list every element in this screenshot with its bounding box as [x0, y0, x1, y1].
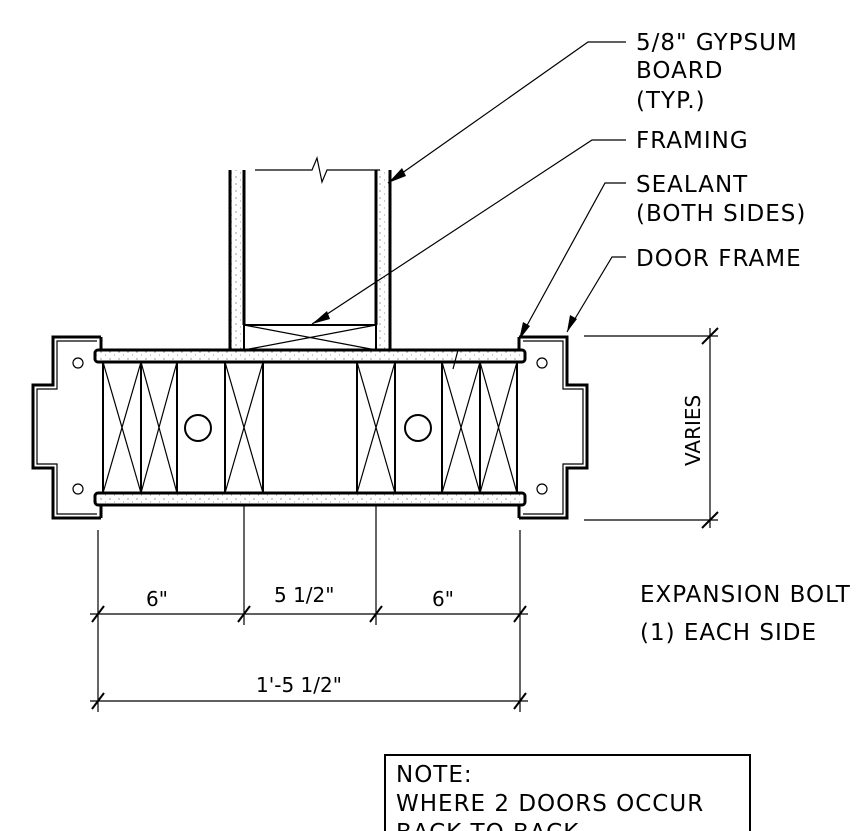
label-sealant-line2: (BOTH SIDES)	[636, 201, 806, 227]
expansion-bolt-right	[404, 414, 432, 442]
horizontal-wall	[93, 348, 527, 507]
stud-center-right	[356, 361, 396, 494]
stud-right-inner	[441, 361, 481, 494]
stud-left-outer	[102, 361, 142, 494]
label-gypsum-line3: (TYP.)	[636, 88, 706, 114]
label-door-frame: DOOR FRAME	[636, 246, 802, 272]
horizontal-dimensions	[90, 505, 528, 712]
note-line2: WHERE 2 DOORS OCCUR	[396, 791, 704, 817]
dim-vertical: VARIES	[681, 395, 705, 466]
label-expansion-line1: EXPANSION BOLT	[640, 582, 851, 608]
label-gypsum-line2: BOARD	[636, 58, 724, 84]
label-gypsum-line1: 5/8" GYPSUM	[636, 30, 798, 56]
dim-left-segment: 6"	[146, 587, 168, 611]
dim-middle-segment: 5 1/2"	[274, 583, 334, 607]
label-expansion-line2: (1) EACH SIDE	[640, 620, 817, 646]
door-frame-left	[31, 335, 103, 520]
dim-right-segment: 6"	[432, 587, 454, 611]
door-frame-right	[517, 335, 589, 520]
dim-overall: 1'-5 1/2"	[256, 673, 342, 697]
leaders	[311, 41, 626, 370]
note-line3: BACK TO BACK	[396, 820, 579, 831]
label-sealant-line1: SEALANT	[636, 172, 748, 198]
stud-left-inner	[140, 361, 178, 494]
stud-center-left	[224, 361, 264, 494]
label-framing: FRAMING	[636, 128, 749, 154]
vertical-dimension	[584, 327, 719, 529]
break-line	[255, 155, 380, 185]
note-line1: NOTE:	[396, 762, 473, 788]
framing-block	[243, 324, 377, 351]
stud-right-outer	[479, 361, 518, 494]
expansion-bolt-left	[184, 414, 212, 442]
vertical-wall	[228, 155, 392, 350]
note-box	[384, 754, 751, 831]
